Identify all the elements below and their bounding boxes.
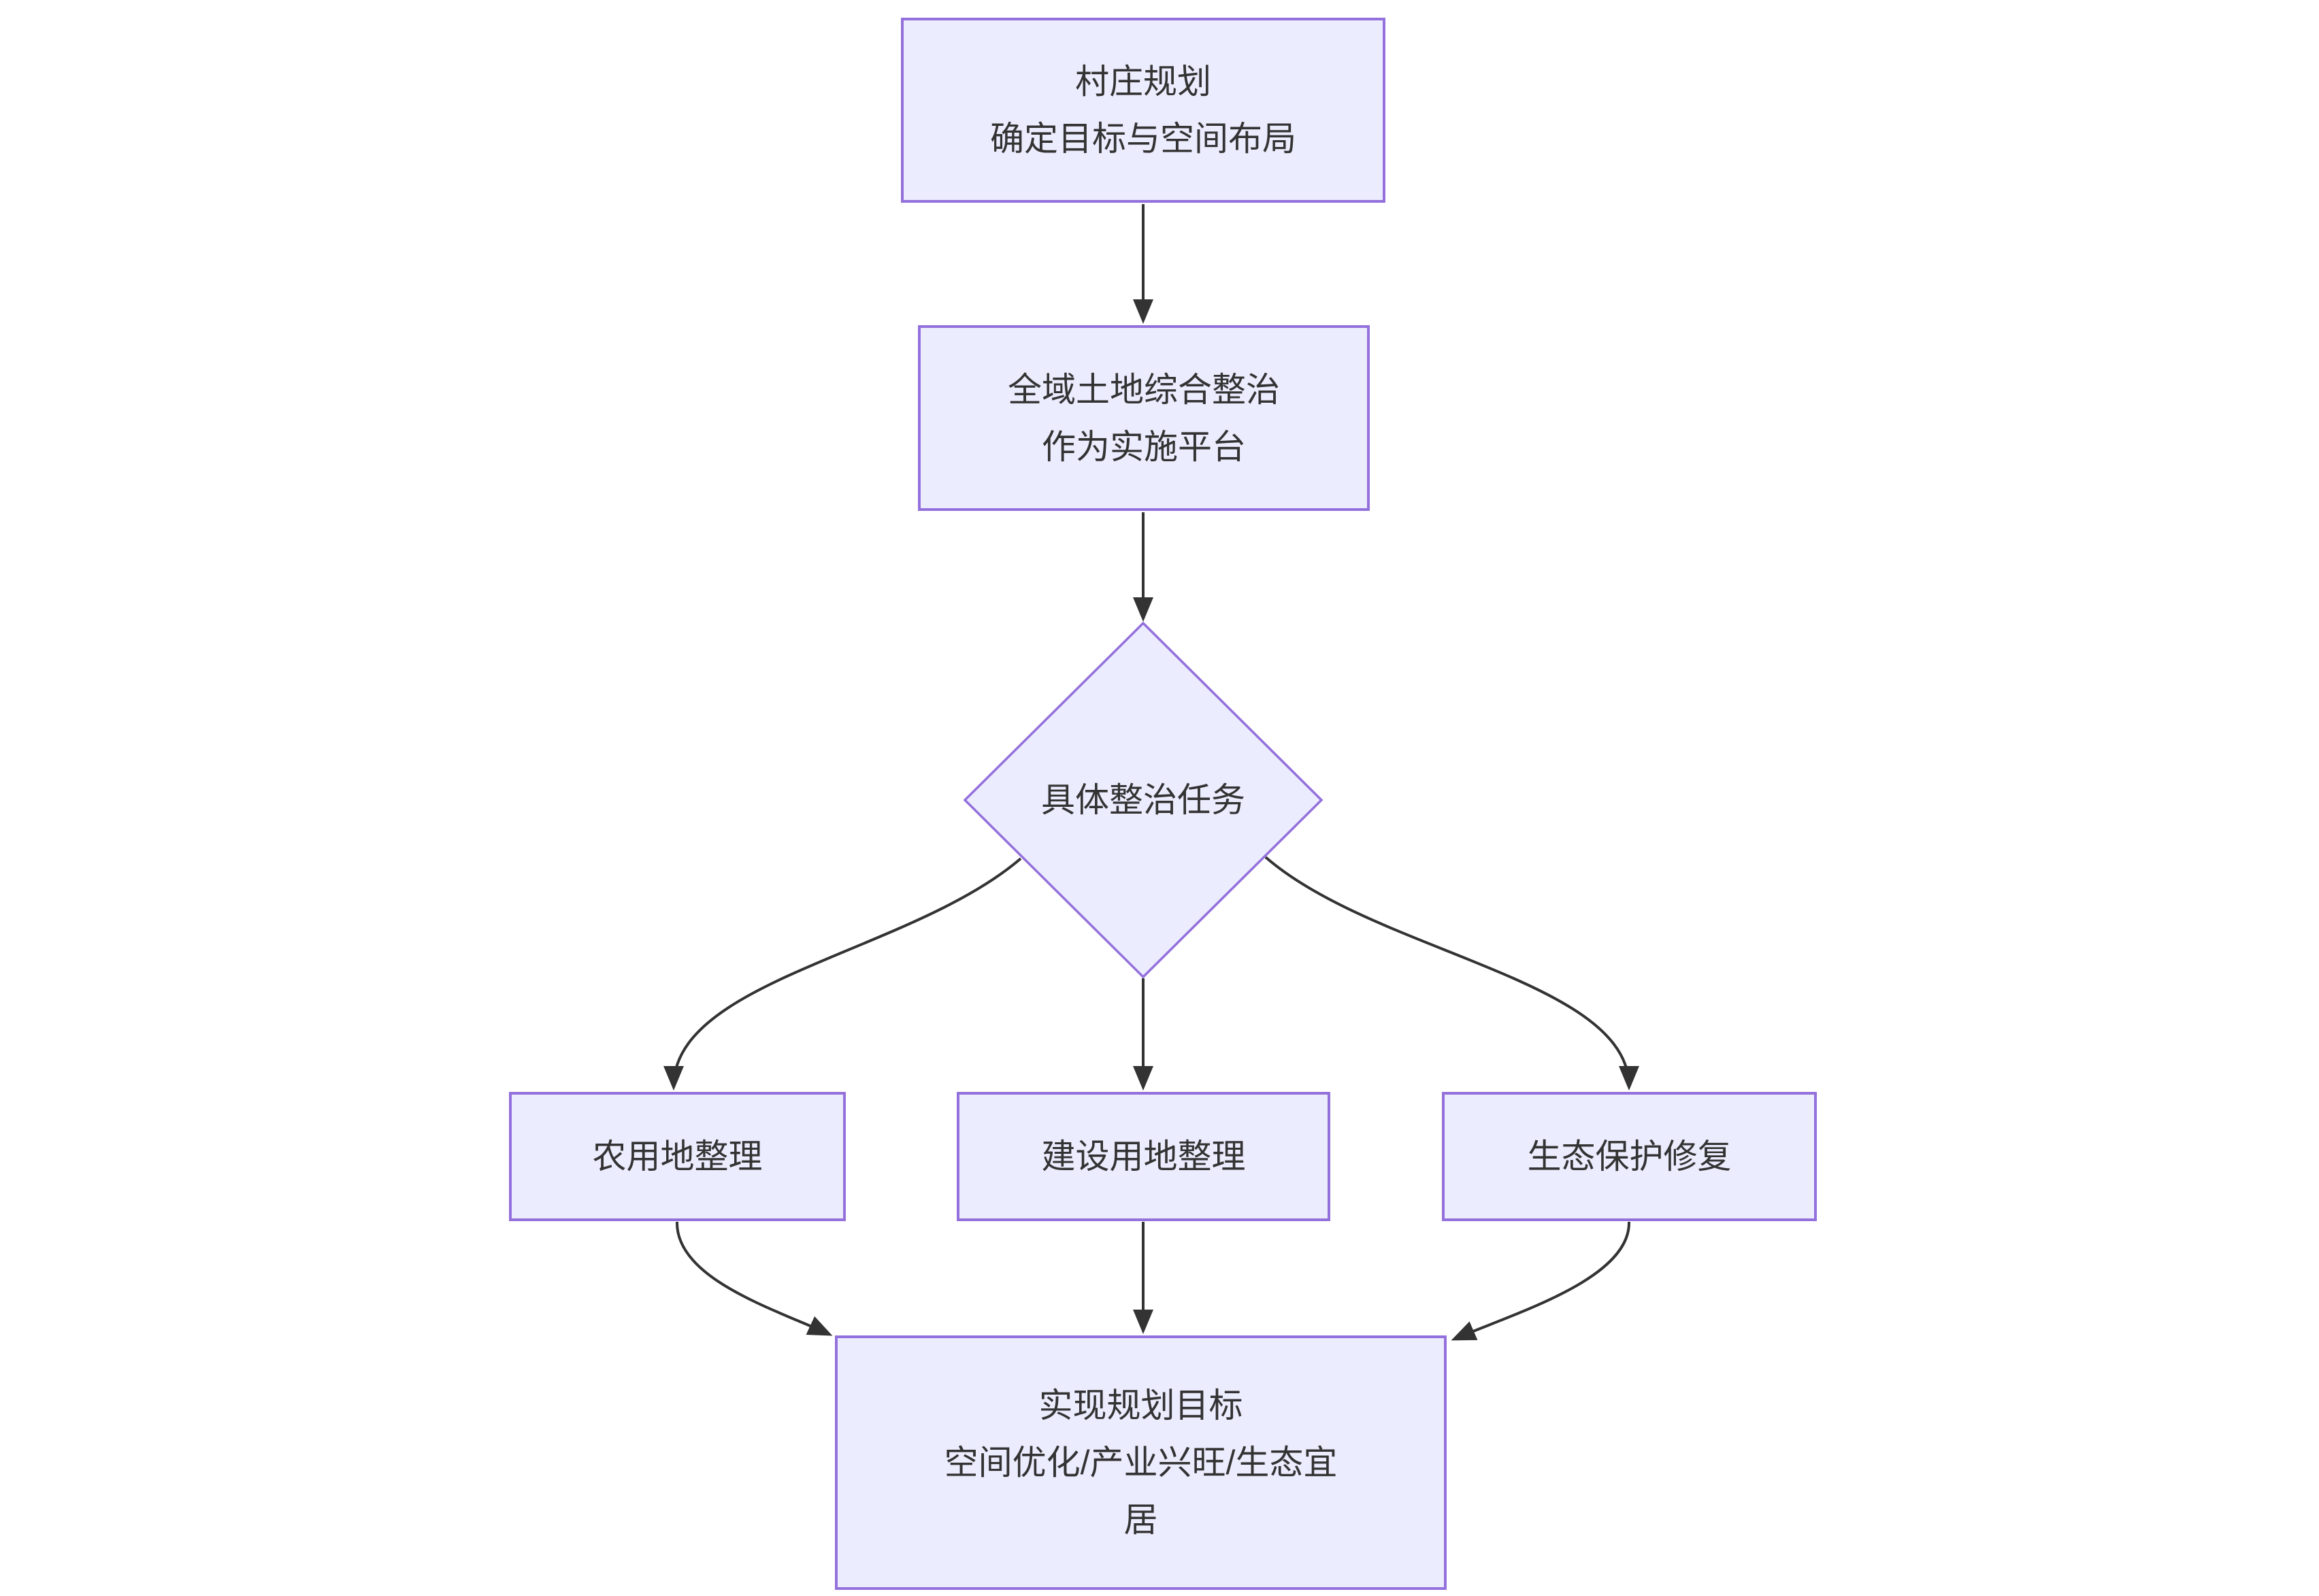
node-farmland: 农用地整理 [509,1092,846,1221]
node-goal-line-3: 居 [1123,1501,1158,1539]
node-goal: 实现规划目标 空间优化/产业兴旺/生态宜 居 [835,1335,1447,1590]
node-village-plan-line-1: 村庄规划 [1075,63,1211,101]
node-farmland-label: 农用地整理 [592,1137,763,1176]
node-construction-label: 建设用地整理 [1041,1137,1246,1176]
node-village-plan: 村庄规划 确定目标与空间布局 [901,18,1385,203]
node-ecology: 生态保护修复 [1442,1092,1817,1221]
node-ecology-label: 生态保护修复 [1527,1137,1732,1176]
node-platform-line-2: 作为实施平台 [1042,427,1246,466]
edge-ecology-to-goal [1451,1221,1631,1341]
node-tasks-label: 具体整治任务 [1041,781,1245,819]
node-village-plan-line-2: 确定目标与空间布局 [990,120,1296,158]
edge-farmland-to-goal [675,1221,833,1336]
node-goal-line-1: 实现规划目标 [1038,1386,1243,1425]
node-platform: 全域土地综合整治 作为实施平台 [918,325,1370,511]
edge-tasks-to-ecology [1264,856,1639,1091]
node-construction: 建设用地整理 [957,1092,1330,1221]
node-goal-line-2: 空间优化/产业兴旺/生态宜 [944,1444,1338,1482]
node-tasks-diamond-shape [963,621,1323,979]
edge-tasks-to-farmland [663,857,1022,1091]
node-platform-line-1: 全域土地综合整治 [1008,370,1280,409]
